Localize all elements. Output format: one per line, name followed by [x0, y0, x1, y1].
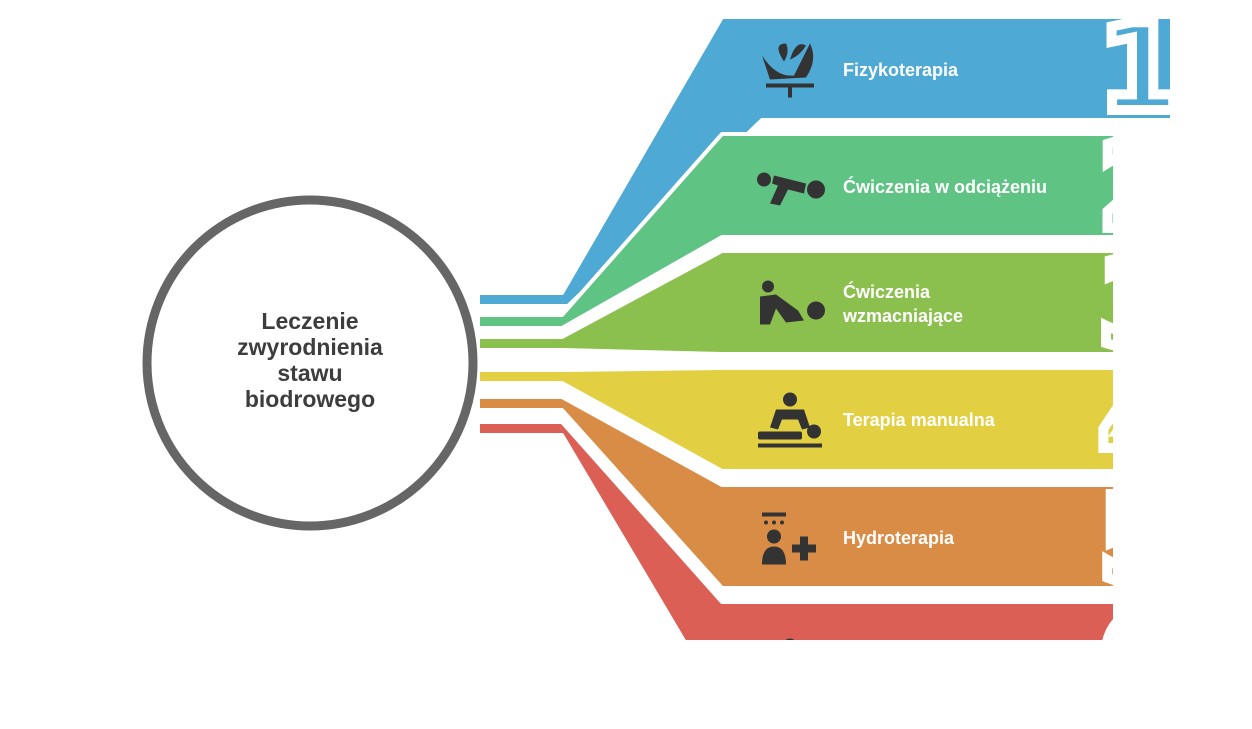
manual-therapy-icon [758, 392, 822, 448]
exercise-plank-icon [757, 172, 825, 206]
step-number-2: 2 [1093, 118, 1186, 257]
stream-band-2 [476, 132, 1117, 330]
diagram-canvas [142, 15, 1174, 640]
step-number-6: 6 [1093, 590, 1186, 729]
step-label-4: Terapia manualna [843, 410, 995, 430]
center-circle [142, 195, 478, 531]
step-number-5: 5 [1093, 472, 1186, 611]
center-title-text: Leczenie zwyrodnienia stawu biodrowego [237, 308, 383, 412]
stream-band-1 [476, 15, 1174, 308]
center-title: Leczenie zwyrodnienia stawu biodrowego [150, 220, 470, 500]
step-label-3: Ćwiczenia wzmacniające [843, 282, 964, 326]
stream-band-6 [476, 420, 1117, 640]
shower-health-icon [762, 512, 816, 565]
plant-hand-icon [762, 43, 814, 98]
step-label-1: Fizykoterapia [843, 60, 959, 80]
step-number-4: 4 [1093, 354, 1186, 493]
stream-band-5 [476, 395, 1117, 590]
step-number-1: 1 [1093, 0, 1186, 139]
step-number-3: 3 [1093, 236, 1186, 375]
step-label-2: Ćwiczenia w odciążeniu [843, 177, 1048, 197]
step-label-5: Hydroterapia [843, 528, 955, 548]
stream-band-3 [476, 249, 1117, 356]
massage-person-icon [760, 280, 825, 325]
